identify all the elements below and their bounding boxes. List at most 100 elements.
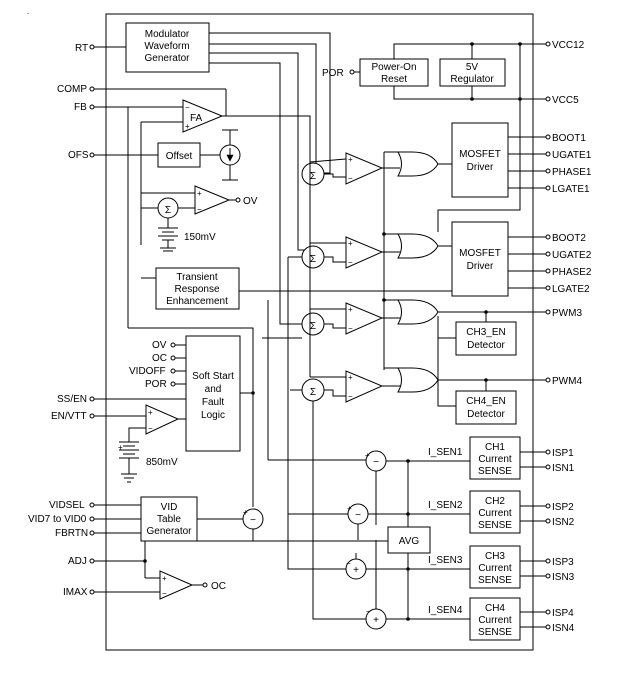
svg-text:Table: Table: [157, 514, 181, 525]
por-node: [349, 69, 355, 75]
svg-text:Driver: Driver: [467, 261, 494, 272]
imax-comparator: + −: [159, 570, 194, 600]
pin-vcc5-label: VCC5: [552, 95, 579, 106]
current-source: [219, 129, 241, 181]
svg-text:−: −: [373, 457, 379, 468]
mosfet-driver-2-outputs: [508, 236, 546, 289]
pin-boot1-label: BOOT1: [552, 133, 586, 144]
svg-text:SENSE: SENSE: [478, 520, 512, 531]
pin-comp: [89, 86, 95, 92]
pin-ofs: [89, 152, 95, 158]
pin-en-vtt-label: EN/VTT: [51, 411, 87, 422]
pin-lgate1-label: LGATE1: [552, 184, 590, 195]
ov-output-node: [235, 197, 241, 203]
mosfet-driver-1: MOSFET Driver: [451, 122, 509, 198]
cs1-block: CH1 Current SENSE: [469, 436, 521, 480]
pin-isn2-label: ISN2: [552, 517, 575, 528]
svg-text:I_SEN1: I_SEN1: [428, 447, 463, 458]
pin-isp4-label: ISP4: [552, 608, 574, 619]
svg-text:Generator: Generator: [146, 526, 192, 537]
pin-lgate2-label: LGATE2: [552, 284, 590, 295]
svg-text:SENSE: SENSE: [478, 466, 512, 477]
pin-vidsel: [89, 502, 95, 508]
svg-text:Logic: Logic: [201, 410, 225, 421]
pin-isn3-label: ISN3: [552, 572, 575, 583]
svg-text:Detector: Detector: [467, 340, 505, 351]
pin-imax: [89, 589, 95, 595]
offset-block: Offset: [157, 142, 201, 168]
svg-text:Power-On: Power-On: [371, 62, 416, 73]
ch4-en-detector: CH4_EN Detector: [455, 390, 517, 425]
svg-text:OV: OV: [152, 340, 167, 351]
svg-text:−: −: [148, 424, 153, 433]
svg-text:Driver: Driver: [467, 162, 494, 173]
svg-text:Σ: Σ: [165, 205, 171, 216]
pin-isn4-label: ISN4: [552, 623, 575, 634]
svg-text:MOSFET: MOSFET: [459, 149, 501, 160]
stray-dot: .: [27, 7, 29, 16]
svg-text:Detector: Detector: [467, 409, 505, 420]
svg-text:I_SEN4: I_SEN4: [428, 605, 463, 616]
pin-isp3-label: ISP3: [552, 557, 574, 568]
svg-text:−: −: [162, 589, 167, 598]
pin-ugate2-label: UGATE2: [552, 250, 592, 261]
svg-text:I_SEN3: I_SEN3: [428, 555, 463, 566]
svg-text:−: −: [366, 607, 371, 616]
pin-comp-label: COMP: [57, 84, 87, 95]
svg-text:I_SEN2: I_SEN2: [428, 500, 463, 511]
modulator-outputs: [209, 32, 331, 325]
fa-amplifier: FA − +: [182, 99, 224, 133]
cs2-block: CH2 Current SENSE: [469, 490, 521, 534]
svg-text:AVG: AVG: [399, 536, 420, 547]
pin-fb-label: FB: [74, 102, 87, 113]
svg-text:+: +: [348, 239, 353, 248]
svg-text:−: −: [355, 510, 361, 521]
svg-text:Offset: Offset: [166, 151, 193, 162]
ov-output-label: OV: [243, 196, 258, 207]
svg-text:Regulator: Regulator: [450, 74, 494, 85]
cs-wiring: [253, 459, 470, 621]
svg-text:Current: Current: [478, 615, 512, 626]
svg-text:−: −: [250, 515, 256, 526]
svg-text:+: +: [197, 189, 202, 198]
svg-text:Enhancement: Enhancement: [166, 296, 228, 307]
mosfet-driver-2: MOSFET Driver: [451, 221, 509, 297]
isense-pins: ISP1 ISN1 ISP2 ISN2 ISP3 ISN3 ISP4 ISN4: [520, 448, 575, 634]
svg-text:+: +: [347, 504, 352, 513]
svg-text:Generator: Generator: [144, 53, 190, 64]
pin-adj-label: ADJ: [68, 556, 87, 567]
svg-text:+: +: [353, 565, 359, 576]
vid-sum: + −: [242, 508, 264, 530]
svg-text:+: +: [148, 408, 153, 417]
svg-text:CH3: CH3: [485, 551, 505, 562]
svg-text:VIDOFF: VIDOFF: [129, 366, 166, 377]
pin-vcc5: [545, 96, 551, 102]
svg-text:+: +: [118, 443, 123, 452]
oc-output-node: [202, 582, 208, 588]
vid-table-block: VID Table Generator: [140, 496, 198, 542]
pin-vcc12: [545, 41, 551, 47]
pin-vid-label: VID7 to VID0: [28, 514, 87, 525]
transient-block: Transient Response Enhancement: [155, 267, 240, 310]
pin-vcc12-label: VCC12: [552, 40, 585, 51]
pin-rt: [89, 44, 95, 50]
svg-text:CH2: CH2: [485, 496, 505, 507]
svg-text:CH4: CH4: [485, 603, 505, 614]
pin-phase1-label: PHASE1: [552, 167, 592, 178]
soft-start-block: Soft Start and Fault Logic: [185, 335, 241, 452]
pin-en-vtt: [89, 413, 95, 419]
svg-text:+: +: [162, 574, 167, 583]
isen-labels: I_SEN1 I_SEN2 I_SEN3 I_SEN4: [428, 447, 463, 616]
pin-boot2-label: BOOT2: [552, 233, 586, 244]
pin-fb: [89, 104, 95, 110]
svg-text:−: −: [348, 258, 353, 267]
svg-text:−: −: [346, 559, 351, 568]
svg-text:−: −: [348, 174, 353, 183]
svg-text:Fault: Fault: [202, 397, 224, 408]
svg-text:Reset: Reset: [381, 74, 407, 85]
svg-text:Σ: Σ: [310, 254, 316, 265]
pin-fbrtn-label: FBRTN: [55, 528, 88, 539]
svg-text:VID: VID: [161, 502, 178, 513]
channel-4-path: Σ + −: [301, 367, 546, 403]
